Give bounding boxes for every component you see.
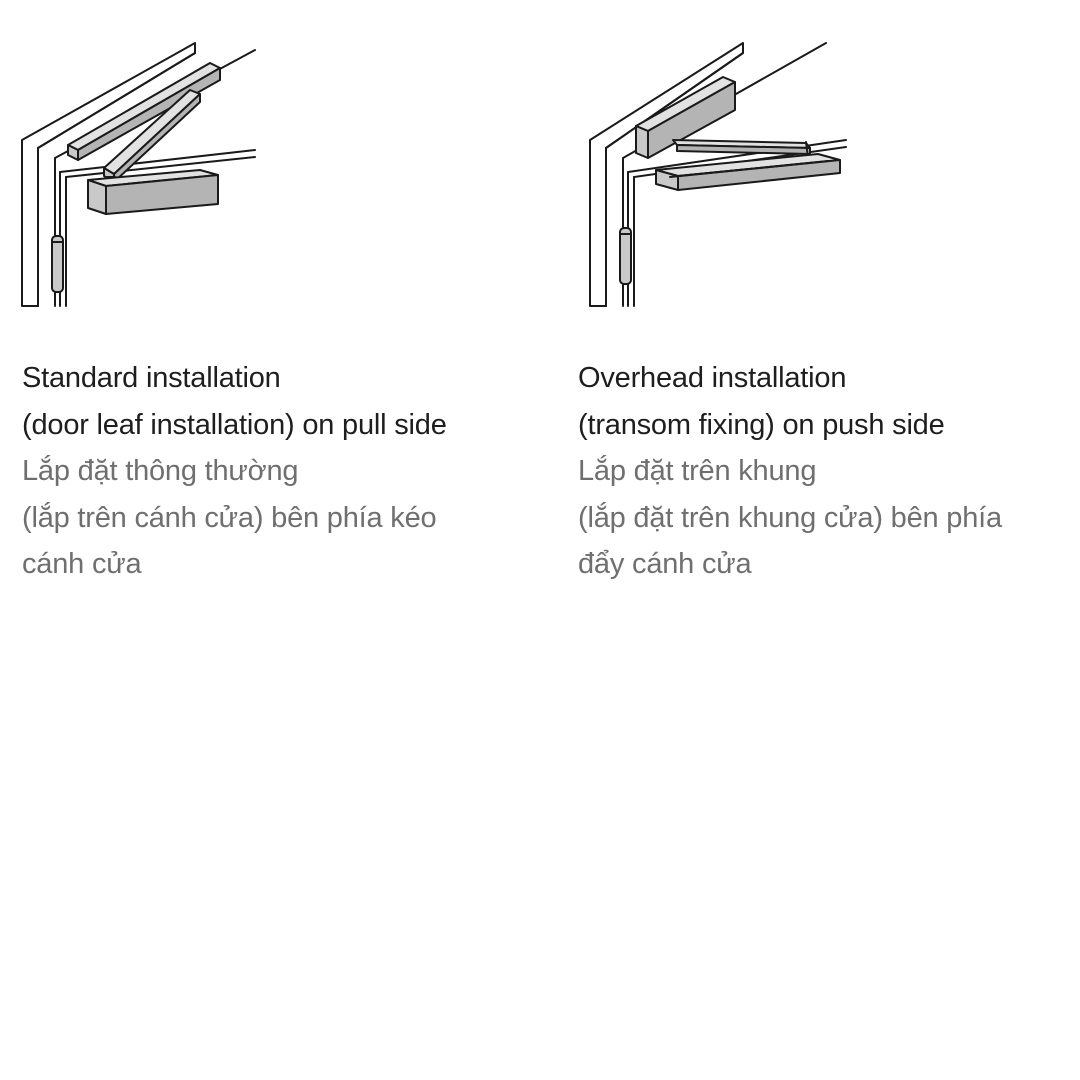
door-closer-body bbox=[635, 76, 736, 159]
standard-installation-caption: Standard installation (door leaf install… bbox=[22, 355, 542, 588]
caption-vi-detail: (lắp đặt trên khung cửa) bên phía bbox=[578, 501, 1002, 534]
caption-vi-detail: (lắp trên cánh cửa) bên phía kéo bbox=[22, 501, 437, 534]
standard-installation-illustration bbox=[21, 42, 256, 307]
caption-vi-title: Lắp đặt trên khung bbox=[578, 455, 817, 487]
caption-en-title: Standard installation bbox=[22, 362, 281, 394]
caption-en-title: Overhead installation bbox=[578, 362, 847, 394]
door-closer-body bbox=[87, 169, 219, 215]
standard-installation-panel: Standard installation (door leaf install… bbox=[0, 0, 540, 620]
overhead-installation-panel: Overhead installation (transom fixing) o… bbox=[540, 0, 1080, 620]
overhead-installation-caption: Overhead installation (transom fixing) o… bbox=[578, 355, 1080, 588]
hinge-icon bbox=[619, 227, 632, 285]
caption-en-detail: (transom fixing) on push side bbox=[578, 408, 945, 441]
caption-vi-title: Lắp đặt thông thường bbox=[22, 455, 299, 487]
door-leaf bbox=[59, 149, 256, 307]
hinge-icon bbox=[51, 235, 64, 293]
closer-arm bbox=[672, 139, 811, 159]
caption-vi-detail-cont: cánh cửa bbox=[22, 548, 142, 580]
caption-vi-detail-cont: đẩy cánh cửa bbox=[578, 548, 752, 580]
caption-en-detail: (door leaf installation) on pull side bbox=[22, 408, 447, 441]
overhead-installation-illustration bbox=[589, 42, 847, 307]
frame-rail bbox=[67, 62, 221, 161]
door-rail bbox=[655, 153, 841, 191]
